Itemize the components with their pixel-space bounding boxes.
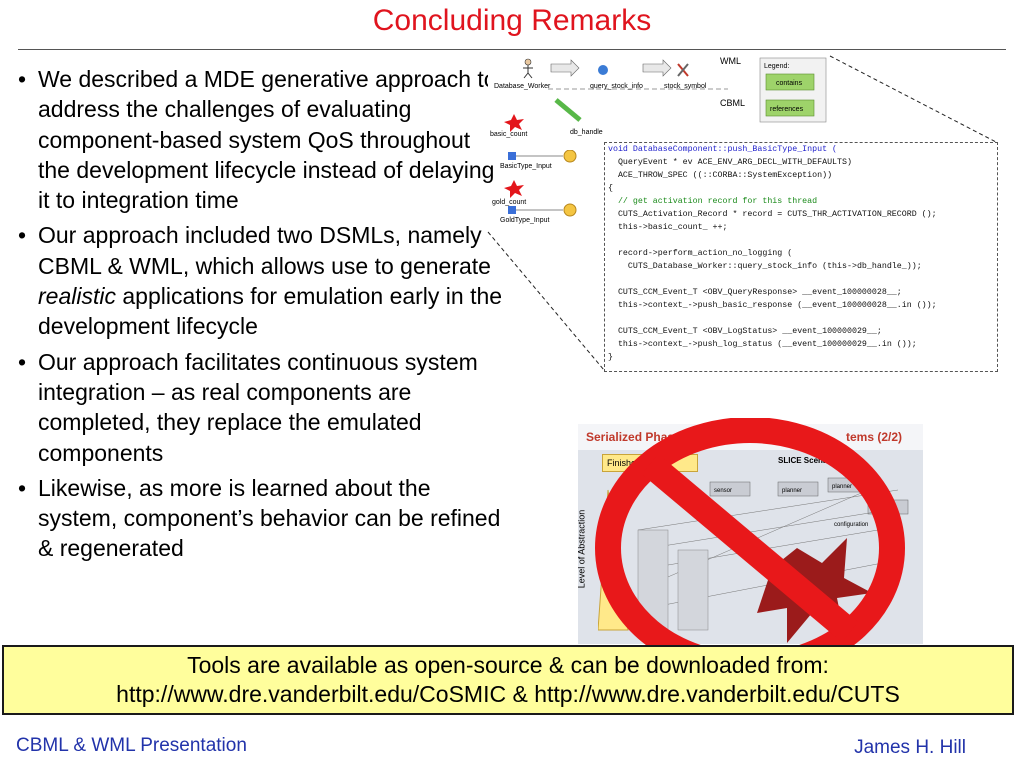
bullet-text: applications for emulation early in the … xyxy=(38,283,503,340)
footer-author: James H. Hill xyxy=(854,737,966,758)
arrow-icon xyxy=(642,59,672,77)
code-line: { xyxy=(608,184,613,193)
code-line: CUTS_CCM_Event_T <OBV_QueryResponse> __e… xyxy=(608,288,902,297)
node-basic-count: basic_count xyxy=(490,131,527,138)
code-line: this->context_->push_basic_response (__e… xyxy=(608,301,937,310)
bullet-text: Our approach included two DSMLs, namely … xyxy=(38,222,491,279)
port-icon xyxy=(508,206,516,214)
bullet-text: Our approach facilitates continuous syst… xyxy=(38,348,478,466)
diagram-node: planner xyxy=(782,488,802,494)
reference-arrow xyxy=(554,98,582,122)
code-line: this->context_->push_log_status (__event… xyxy=(608,340,917,349)
diagram-title-right: tems (2/2) xyxy=(846,430,903,444)
bullet-list: We described a MDE generative approach t… xyxy=(14,64,504,569)
wml-label: WML xyxy=(720,56,741,66)
bullet-emphasis: realistic xyxy=(38,283,116,310)
arrow-icon xyxy=(550,59,580,77)
code-line: CUTS_CCM_Event_T <OBV_LogStatus> __event… xyxy=(608,327,882,336)
code-line: ACE_THROW_SPEC ((::CORBA::SystemExceptio… xyxy=(608,171,833,180)
legend-title: Legend: xyxy=(764,63,789,70)
diagram-node: sensor xyxy=(714,488,732,494)
star-burst-icon xyxy=(504,114,524,132)
star-burst-icon xyxy=(504,180,524,198)
code-line: record->perform_action_no_logging ( xyxy=(608,249,793,258)
code-line: void DatabaseComponent::push_BasicType_I… xyxy=(608,145,838,154)
bullet-item: Our approach included two DSMLs, namely … xyxy=(14,220,504,341)
cbml-label: CBML xyxy=(720,98,745,108)
bullet-item: Our approach facilitates continuous syst… xyxy=(14,347,504,468)
legend-contains-label: contains xyxy=(776,80,803,87)
code-line: QueryEvent * ev ACE_ENV_ARG_DECL_WITH_DE… xyxy=(608,158,852,167)
node-goldtype-input: GoldType_Input xyxy=(500,217,549,224)
node-gold-count: gold_count xyxy=(492,199,526,206)
code-line: this->basic_count_ ++; xyxy=(608,223,728,232)
diagram-node: planner xyxy=(832,484,852,490)
code-listing: void DatabaseComponent::push_BasicType_I… xyxy=(604,142,998,372)
code-line: CUTS_Database_Worker::query_stock_info (… xyxy=(608,262,922,271)
bullet-item: Likewise, as more is learned about the s… xyxy=(14,473,504,564)
node-database-worker: Database_Worker xyxy=(494,83,551,90)
diagram-title-left: Serialized Phas xyxy=(586,430,675,444)
code-line: CUTS_Activation_Record * record = CUTS_T… xyxy=(608,210,937,219)
port-strip: BasicType_Input gold_count GoldType_Inpu… xyxy=(492,150,577,224)
slide-title: Concluding Remarks xyxy=(372,4,652,37)
model-panel: WML CBML Database_Worker query_stock_inf… xyxy=(488,52,828,152)
prohibition-sign-icon xyxy=(595,418,905,668)
bullet-text: We described a MDE generative approach t… xyxy=(38,66,497,214)
node-basictype-input: BasicType_Input xyxy=(500,163,552,170)
banner-line-2[interactable]: http://www.dre.vanderbilt.edu/CoSMIC & h… xyxy=(116,681,900,707)
legend-references-label: references xyxy=(770,106,804,113)
banner-line-1: Tools are available as open-source & can… xyxy=(187,652,829,678)
bullet-text: Likewise, as more is learned about the s… xyxy=(38,474,501,562)
legend-contains xyxy=(765,73,815,91)
title-rule xyxy=(18,49,1006,50)
node-db-handle: db_handle xyxy=(570,129,603,136)
footer-presentation-title: CBML & WML Presentation xyxy=(16,735,247,756)
code-line: // get activation record for this thread xyxy=(608,197,818,206)
tools-icon xyxy=(677,63,689,77)
diagram-node: configuration xyxy=(834,522,868,528)
cog-icon xyxy=(598,65,608,75)
code-line: } xyxy=(608,353,613,362)
actor-icon xyxy=(523,58,533,79)
port-icon xyxy=(563,150,577,163)
port-icon xyxy=(563,203,577,217)
port-icon xyxy=(508,152,516,160)
bullet-item: We described a MDE generative approach t… xyxy=(14,64,504,215)
legend-references xyxy=(765,99,815,117)
scenario-label: SLICE Scenario xyxy=(778,456,838,465)
node-query-stock-info: query_stock_info xyxy=(590,83,643,90)
download-banner: Tools are available as open-source & can… xyxy=(2,645,1014,715)
node-stock-symbol: stock_symbol xyxy=(664,83,707,90)
